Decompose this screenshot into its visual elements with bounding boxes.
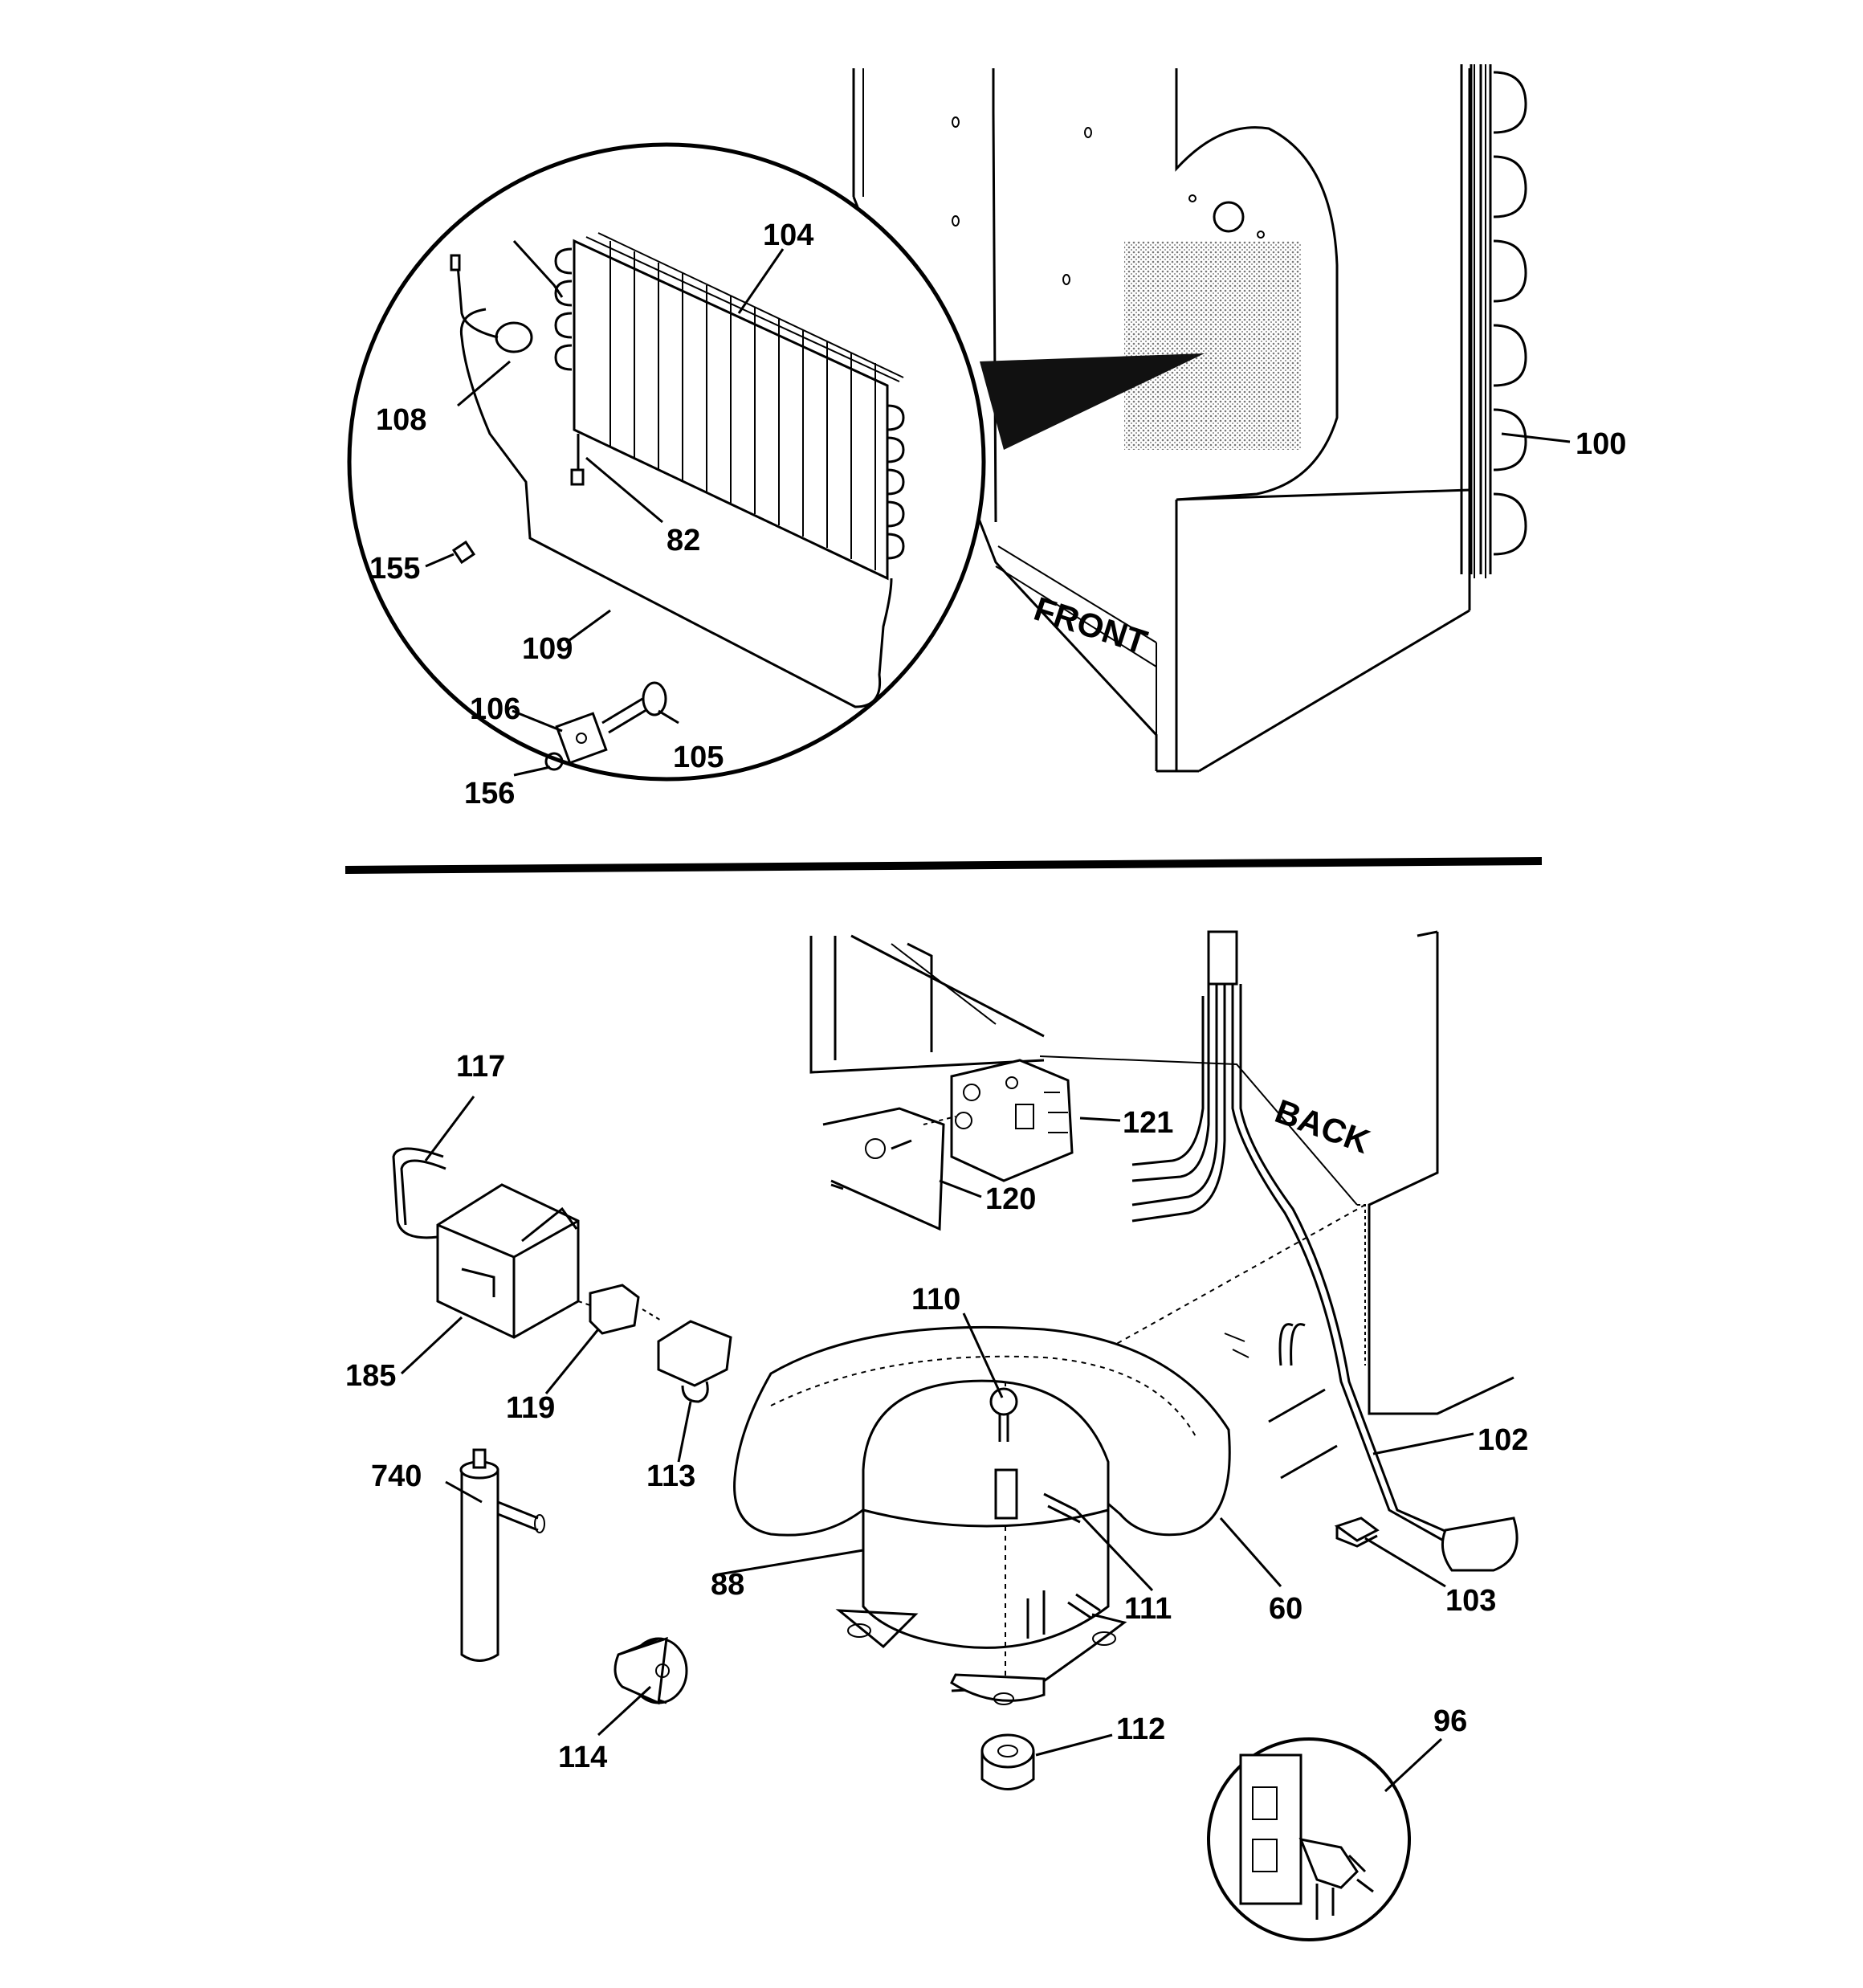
callout-82: 82 bbox=[667, 524, 700, 557]
callout-100: 100 bbox=[1576, 427, 1626, 461]
svg-text:BACK: BACK bbox=[1270, 1092, 1375, 1161]
callout-104: 104 bbox=[763, 218, 813, 252]
callout-106: 106 bbox=[470, 692, 520, 726]
callout-120: 120 bbox=[985, 1182, 1036, 1216]
drain-part-155 bbox=[451, 540, 476, 565]
callout-109: 109 bbox=[522, 632, 573, 666]
callout-740: 740 bbox=[371, 1459, 422, 1493]
grommet-112 bbox=[980, 1733, 1035, 1790]
gasket-106 bbox=[555, 712, 608, 765]
evaporator-detail-circle bbox=[347, 142, 986, 782]
callout-114: 114 bbox=[558, 1741, 607, 1774]
callout-185: 185 bbox=[345, 1359, 396, 1393]
callout-111: 111 bbox=[1124, 1592, 1172, 1626]
callout-156: 156 bbox=[464, 777, 515, 810]
outlet-detail-circle-96 bbox=[1207, 1737, 1411, 1941]
wire-117 bbox=[392, 1147, 446, 1239]
evaporator-coil bbox=[554, 232, 905, 581]
callout-96: 96 bbox=[1433, 1704, 1467, 1738]
section-divider bbox=[344, 857, 1543, 874]
capacitor-114 bbox=[614, 1636, 688, 1705]
defrost-timer-121 bbox=[923, 1059, 1074, 1182]
callout-121: 121 bbox=[1123, 1106, 1173, 1140]
drier-740 bbox=[459, 1448, 545, 1662]
bolt-105 bbox=[601, 681, 667, 734]
callout-102: 102 bbox=[1478, 1423, 1528, 1457]
relay-113 bbox=[657, 1320, 732, 1403]
back-stamp: BACK bbox=[1270, 1092, 1375, 1161]
timer-bracket-120 bbox=[822, 1107, 945, 1231]
front-stamp: FRONT bbox=[1029, 590, 1152, 662]
callout-60: 60 bbox=[1269, 1592, 1302, 1626]
callout-155: 155 bbox=[369, 552, 420, 586]
callout-117: 117 bbox=[456, 1050, 505, 1084]
callout-103: 103 bbox=[1445, 1584, 1496, 1618]
compressor-88 bbox=[835, 1379, 1127, 1705]
callout-112: 112 bbox=[1116, 1712, 1165, 1746]
callout-113: 113 bbox=[646, 1459, 695, 1493]
condenser-coil bbox=[1460, 64, 1527, 578]
upper-callouts: 104 108 82 155 109 106 105 156 100 bbox=[369, 218, 1626, 810]
bolt-110 bbox=[989, 1387, 1018, 1442]
callout-119: 119 bbox=[506, 1391, 555, 1425]
svg-text:FRONT: FRONT bbox=[1029, 590, 1152, 662]
lower-callouts: 117 121 120 110 185 119 113 102 740 88 1… bbox=[345, 1050, 1528, 1774]
callout-110: 110 bbox=[911, 1283, 960, 1316]
washer-156 bbox=[544, 752, 564, 771]
callout-108: 108 bbox=[376, 403, 426, 437]
relay-cover-185 bbox=[436, 1183, 580, 1339]
clip-103 bbox=[1334, 1517, 1380, 1548]
lower-leader-lines bbox=[400, 1096, 1474, 1793]
upper-leader-lines bbox=[425, 248, 1571, 777]
wiring-harness bbox=[1131, 930, 1519, 1572]
overload-119 bbox=[577, 1284, 663, 1335]
callout-105: 105 bbox=[673, 741, 724, 774]
callout-88: 88 bbox=[711, 1568, 744, 1602]
